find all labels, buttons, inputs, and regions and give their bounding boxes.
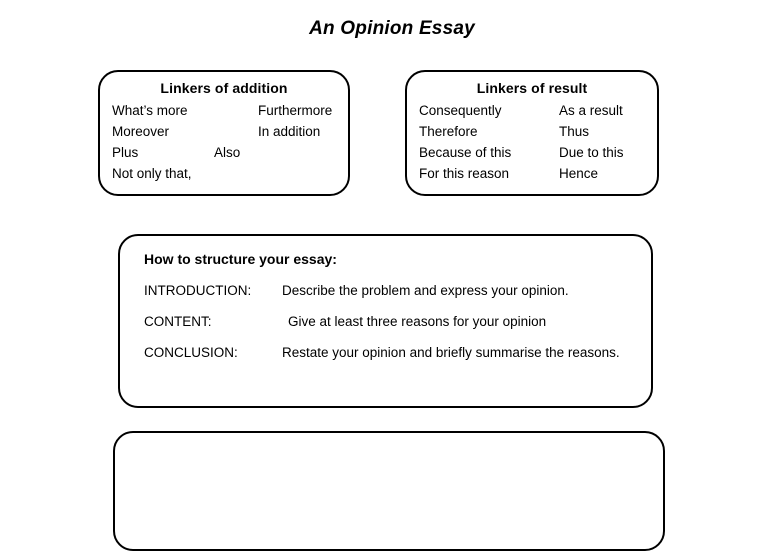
list-item: Plus Also (112, 145, 348, 166)
table-row: INTRODUCTION: Describe the problem and e… (144, 283, 651, 314)
linker-term: In addition (258, 124, 321, 139)
table-row: CONCLUSION: Restate your opinion and bri… (144, 345, 651, 376)
linker-term: Hence (559, 166, 599, 181)
linkers-of-addition-list: What’s more Furthermore Moreover In addi… (100, 103, 348, 187)
linker-term: Due to this (559, 145, 624, 160)
linkers-of-addition-heading: Linkers of addition (160, 80, 288, 96)
linkers-of-result-list: Consequently As a result Therefore Thus … (407, 103, 657, 187)
structure-stage-label: CONCLUSION: (144, 345, 238, 360)
linker-term: Therefore (419, 124, 478, 139)
list-item: Because of this Due to this (419, 145, 657, 166)
linker-term: Plus (112, 145, 139, 160)
linker-term: Consequently (419, 103, 502, 118)
structure-stage-description: Give at least three reasons for your opi… (288, 314, 547, 329)
list-item: For this reason Hence (419, 166, 657, 187)
list-item: Moreover In addition (112, 124, 348, 145)
linker-term: Because of this (419, 145, 512, 160)
linker-term: What’s more (112, 103, 188, 118)
structure-stage-description: Restate your opinion and briefly summari… (282, 345, 620, 360)
linker-term: Furthermore (258, 103, 333, 118)
linkers-of-result-heading: Linkers of result (476, 80, 588, 96)
essay-structure-heading: How to structure your essay: (144, 251, 337, 267)
linker-term: Thus (559, 124, 590, 139)
linkers-of-addition-card: Linkers of addition What’s more Furtherm… (98, 70, 350, 196)
linkers-of-result-card: Linkers of result Consequently As a resu… (405, 70, 659, 196)
list-item: What’s more Furthermore (112, 103, 348, 124)
table-row: CONTENT: Give at least three reasons for… (144, 314, 651, 345)
linker-term: For this reason (419, 166, 510, 181)
essay-structure-list: INTRODUCTION: Describe the problem and e… (120, 283, 651, 376)
structure-stage-description: Describe the problem and express your op… (282, 283, 569, 298)
essay-structure-card: How to structure your essay: INTRODUCTIO… (118, 234, 653, 408)
list-item: Therefore Thus (419, 124, 657, 145)
linker-term: Also (214, 145, 241, 160)
structure-stage-label: INTRODUCTION: (144, 283, 252, 298)
page-title: An Opinion Essay (309, 18, 475, 39)
linker-term: Not only that, (112, 166, 192, 181)
list-item: Not only that, (112, 166, 348, 187)
linker-term: Moreover (112, 124, 170, 139)
structure-stage-label: CONTENT: (144, 314, 212, 329)
next-section-card (113, 431, 665, 551)
linker-term: As a result (559, 103, 623, 118)
list-item: Consequently As a result (419, 103, 657, 124)
